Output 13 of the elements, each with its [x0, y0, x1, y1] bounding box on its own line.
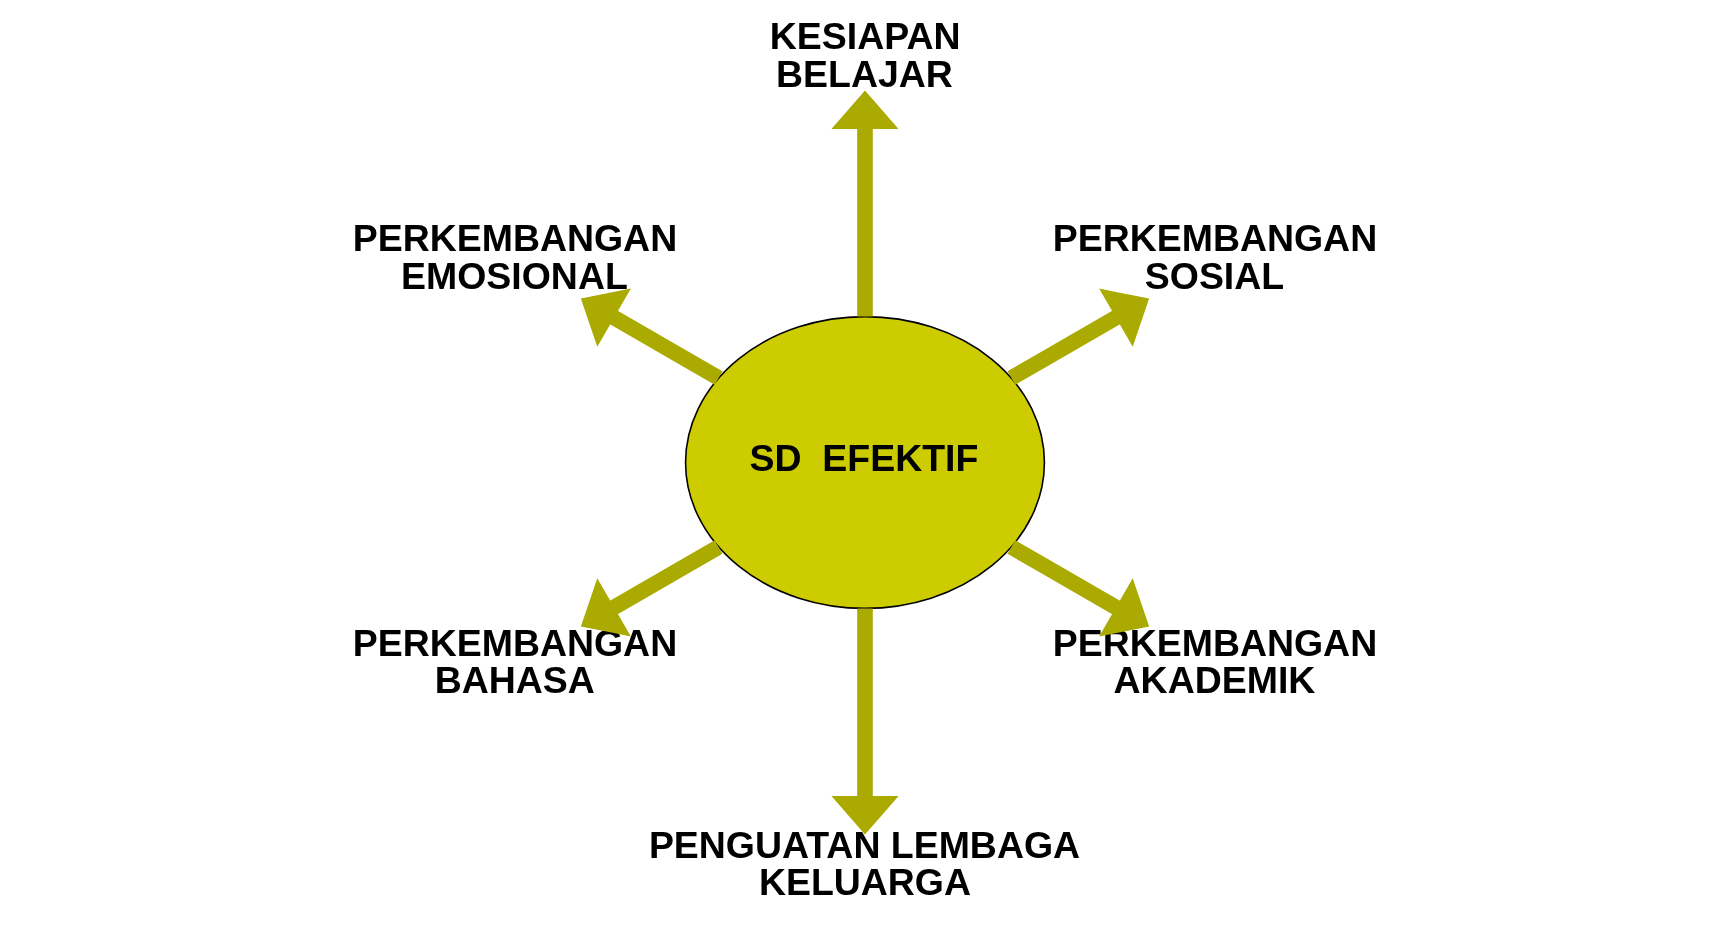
node-text: PERKEMBANGAN BAHASA: [352, 621, 677, 701]
node-text: PERKEMBANGAN EMOSIONAL: [352, 217, 677, 297]
node-ellipse: SD EFEKTIF: [684, 315, 1045, 610]
arrow: [1007, 540, 1149, 637]
node-text: PERKEMBANGAN SOSIAL: [1052, 217, 1377, 297]
node-text: PERKEMBANGAN AKADEMIK: [1052, 621, 1377, 701]
arrow: [830, 90, 899, 317]
arrow: [580, 288, 722, 385]
arrow: [1007, 288, 1149, 385]
node-text: KESIAPAN BELAJAR: [769, 15, 960, 95]
node-text: PENGUATAN LEMBAGA KELUARGA: [648, 823, 1080, 904]
arrow: [830, 608, 899, 835]
arrow: [580, 540, 722, 637]
